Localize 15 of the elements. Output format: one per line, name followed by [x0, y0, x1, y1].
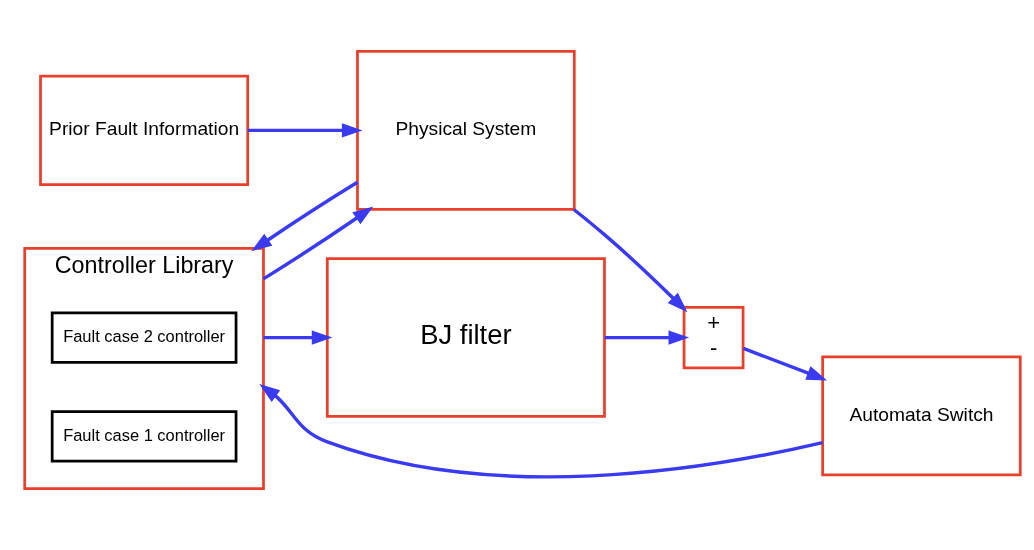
node-box: Automata Switch [821, 354, 1022, 476]
node-box: Fault case 1 controller [50, 409, 238, 462]
arrow [259, 383, 823, 479]
arrow [247, 122, 363, 138]
node-box: Fault case 2 controller [50, 311, 238, 364]
node-box: BJ filter [325, 256, 606, 418]
arrow [251, 180, 359, 251]
node-box: Prior Fault Information [39, 74, 250, 186]
arrow [604, 329, 690, 345]
arrow [572, 207, 688, 312]
node-box: Physical System [356, 49, 576, 211]
arrow [262, 206, 374, 280]
node-box: + - [682, 305, 745, 369]
arrow [263, 329, 333, 345]
arrow [742, 346, 828, 380]
